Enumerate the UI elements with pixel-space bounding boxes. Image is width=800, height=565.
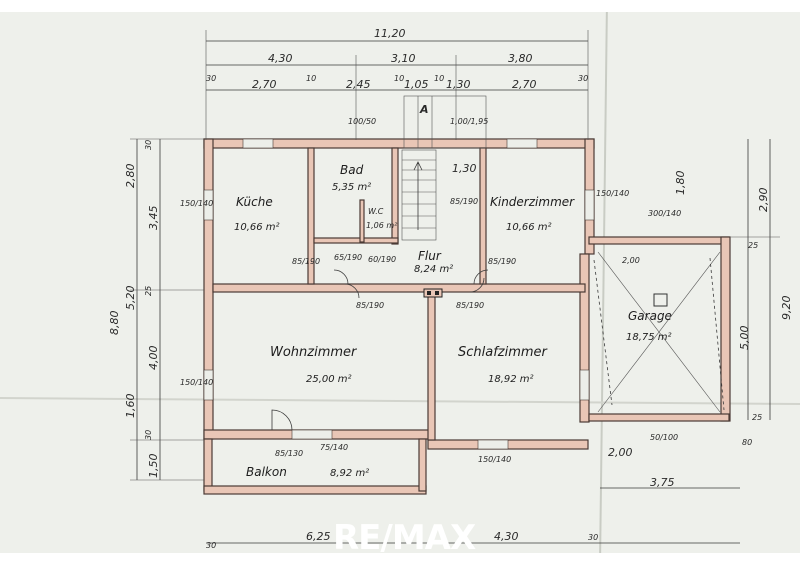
dim-right-total: 9,20 (780, 296, 793, 321)
room-kueche-area: 10,66 m² (234, 222, 280, 233)
dim-left-b: 2,80 (124, 164, 137, 189)
opening-door-2: 85/190 (488, 257, 516, 266)
opening-door-3: 85/190 (356, 301, 384, 310)
room-kinderzimmer-area: 10,66 m² (506, 222, 552, 233)
dim-left-total: 8,80 (108, 311, 121, 336)
opening-schlaf: 150/140 (478, 455, 511, 464)
opening-garage-top: 300/140 (648, 209, 681, 218)
room-flur-area: 8,24 m² (414, 264, 453, 275)
dim-right-a: 1,80 (674, 171, 687, 196)
dim-bottom-b: 4,30 (494, 530, 519, 543)
room-garage-name: Garage (628, 309, 672, 323)
opening-kueche: 150/140 (180, 199, 213, 208)
room-balkon-area: 8,92 m² (330, 468, 369, 479)
opening-door-1: 85/190 (292, 257, 320, 266)
room-bad-name: Bad (340, 163, 364, 177)
dim-row2-a: 30 (206, 74, 216, 83)
dim-garage-25b: 25 (752, 413, 762, 422)
dim-row2-d: 2,45 (346, 78, 371, 91)
room-bad-area: 5,35 m² (332, 182, 371, 193)
room-wc-name: W.C (368, 207, 384, 216)
dim-left-i: 1,50 (147, 454, 160, 479)
dim-bottom-a: 6,25 (306, 530, 331, 543)
stair-note: 1,30 (452, 162, 477, 175)
dim-row2-c: 10 (306, 74, 316, 83)
dim-left-f: 4,00 (147, 346, 160, 371)
dim-garage-2: 2,00 (622, 256, 640, 265)
room-wc-area: 1,06 m² (366, 221, 398, 230)
opening-stair: 85/190 (450, 197, 478, 206)
dim-garage-80: 80 (742, 438, 752, 447)
dim-row2-g: 10 (434, 74, 444, 83)
dim-top-2: 3,10 (391, 52, 416, 65)
dim-bottom-d: 2,00 (608, 446, 633, 459)
dim-top-1: 4,30 (268, 52, 293, 65)
room-kueche-name: Küche (236, 195, 273, 209)
dim-right-c: 5,00 (738, 326, 751, 351)
dim-bottom-e: 30 (588, 533, 598, 542)
remax-logo-text: RE/MAX (333, 518, 476, 558)
dim-top-3: 3,80 (508, 52, 533, 65)
room-schlafzimmer-area: 18,92 m² (488, 374, 534, 385)
section-mark: A (419, 103, 429, 116)
room-balkon-name: Balkon (246, 465, 287, 479)
opening-kinder: 150/140 (596, 189, 629, 198)
room-garage-area: 18,75 m² (626, 332, 672, 343)
dim-left-a: 30 (144, 140, 153, 150)
dim-bottom-c: 3,75 (650, 476, 675, 489)
opening-door-6: 60/190 (368, 255, 396, 264)
dim-left-c: 3,45 (147, 206, 160, 231)
dim-row2-i: 2,70 (512, 78, 537, 91)
staircase (401, 95, 487, 241)
dim-left-e: 5,20 (124, 286, 137, 311)
dim-right-b: 2,90 (757, 188, 770, 213)
room-wohnzimmer-name: Wohnzimmer (270, 345, 358, 360)
opening-bad-window: 100/50 (348, 117, 376, 126)
remax-logo: RE/MAX (333, 518, 477, 558)
room-flur-name: Flur (418, 249, 442, 263)
dim-left-d: 25 (144, 286, 153, 296)
dim-row2-e: 10 (394, 74, 404, 83)
dim-left-h: 30 (144, 430, 153, 440)
dim-garage-25a: 25 (748, 241, 758, 250)
dim-left-g: 1,60 (124, 394, 137, 419)
opening-door-5: 65/190 (334, 253, 362, 262)
room-wohnzimmer-area: 25,00 m² (306, 374, 352, 385)
opening-entry: 1,00/1,95 (450, 117, 488, 126)
dim-row2-b: 2,70 (252, 78, 277, 91)
opening-wohn: 150/140 (180, 378, 213, 387)
dim-row2-h: 1,30 (446, 78, 471, 91)
room-schlafzimmer-name: Schlafzimmer (458, 345, 549, 360)
opening-garage-side: 50/100 (650, 433, 678, 442)
opening-balkon-door: 85/130 (275, 449, 303, 458)
opening-balkon-window: 75/140 (320, 443, 348, 452)
opening-door-4: 85/190 (456, 301, 484, 310)
dim-top-total: 11,20 (374, 27, 406, 40)
dim-bottom-30: 30 (206, 541, 216, 550)
dim-row2-j: 30 (578, 74, 588, 83)
dim-row2-f: 1,05 (404, 78, 429, 91)
room-kinderzimmer-name: Kinderzimmer (490, 195, 575, 209)
